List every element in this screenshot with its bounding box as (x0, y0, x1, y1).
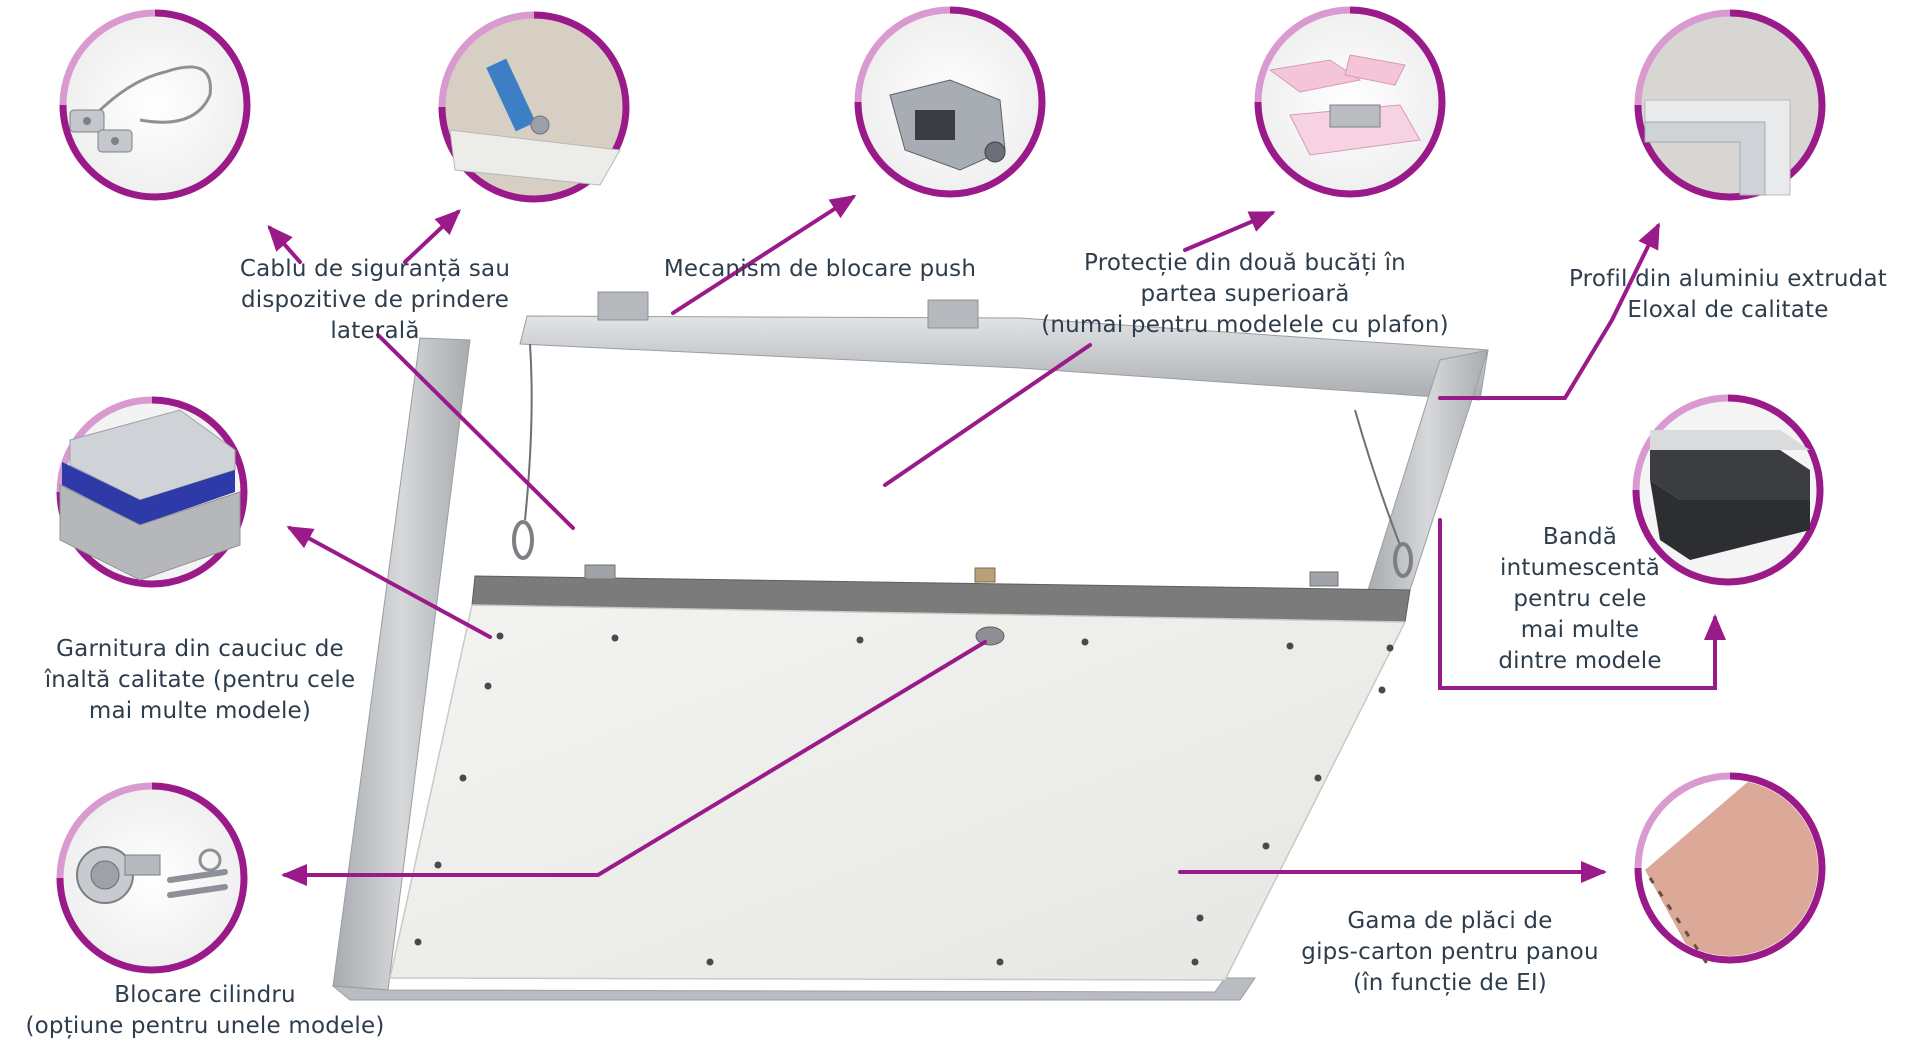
arrow-side-fastening (403, 209, 461, 264)
push-lock-hole (975, 626, 1005, 646)
intumescent-band-icon (1650, 430, 1810, 560)
arrow-cylinder-lock (281, 640, 987, 886)
arrow-push-lock (671, 194, 857, 315)
callout-circle-plasterboard (1634, 772, 1826, 969)
frame-clip-right (927, 299, 979, 329)
panel-face (389, 604, 1407, 981)
carabiner-right (1393, 542, 1413, 578)
push-lock-mechanism-icon (889, 79, 1006, 171)
arrow-rubber-gasket (286, 526, 492, 639)
latch-2 (1309, 571, 1339, 587)
frame-clip-left (597, 291, 649, 321)
label-intumescent-band: Bandă intumescentă pentru cele mai multe… (1498, 524, 1662, 674)
label-cylinder-lock: Blocare cilindru (opțiune pentru unele m… (25, 982, 385, 1039)
label-push-lock: Mecanism de blocare push (663, 256, 977, 282)
arrow-intumescent-band (1438, 518, 1726, 690)
leader-lines (267, 194, 1726, 886)
callout-circle-top-protection (1254, 6, 1446, 198)
label-aluminium-profile: Profil din aluminiu extrudat Eloxal de c… (1569, 266, 1887, 323)
safety-wire-right (1354, 409, 1401, 546)
callout-circle-cylinder-lock (56, 782, 248, 974)
access-panel-illustration (331, 291, 1489, 1001)
side-fastening-icon (449, 58, 621, 186)
carabiner-left (512, 520, 534, 560)
label-safety-cable: Cablu de siguranță sau dispozitive de pr… (239, 256, 511, 344)
callout-circle-intumescent-band (1632, 394, 1824, 586)
rubber-gasket-icon (59, 409, 241, 581)
callout-circle-push-lock (854, 6, 1046, 198)
arrow-top-protection (1183, 211, 1276, 252)
latch-3 (974, 567, 996, 583)
frame-bottom (331, 977, 1256, 1001)
panel-screw-holes (414, 632, 1394, 966)
arrow-safety-cable (267, 225, 302, 264)
label-plasterboard: Gama de plăci de gips-carton pentru pano… (1301, 908, 1599, 996)
line-safety-to-panel (376, 333, 575, 530)
label-top-protection: Protecție din două bucăți în partea supe… (1041, 250, 1449, 338)
callout-circle-safety-cable (59, 9, 251, 201)
safety-cable-icon (69, 65, 212, 153)
line-top-protection-to-panel (883, 343, 1092, 487)
callout-circle-aluminium-profile (1634, 9, 1826, 201)
safety-wire-left (524, 343, 533, 521)
latch-1 (584, 564, 616, 580)
cylinder-lock-icon (76, 846, 228, 904)
label-rubber-gasket: Garnitura din cauciuc de înaltă calitate… (44, 636, 356, 724)
callout-circle-side-fastening (438, 11, 630, 203)
callout-circle-rubber-gasket (56, 396, 248, 588)
aluminium-profile-icon (1644, 99, 1791, 196)
two-piece-protection-icon (1268, 54, 1421, 156)
arrow-aluminium-profile (1438, 222, 1660, 400)
plasterboard-icon (1645, 780, 1818, 969)
